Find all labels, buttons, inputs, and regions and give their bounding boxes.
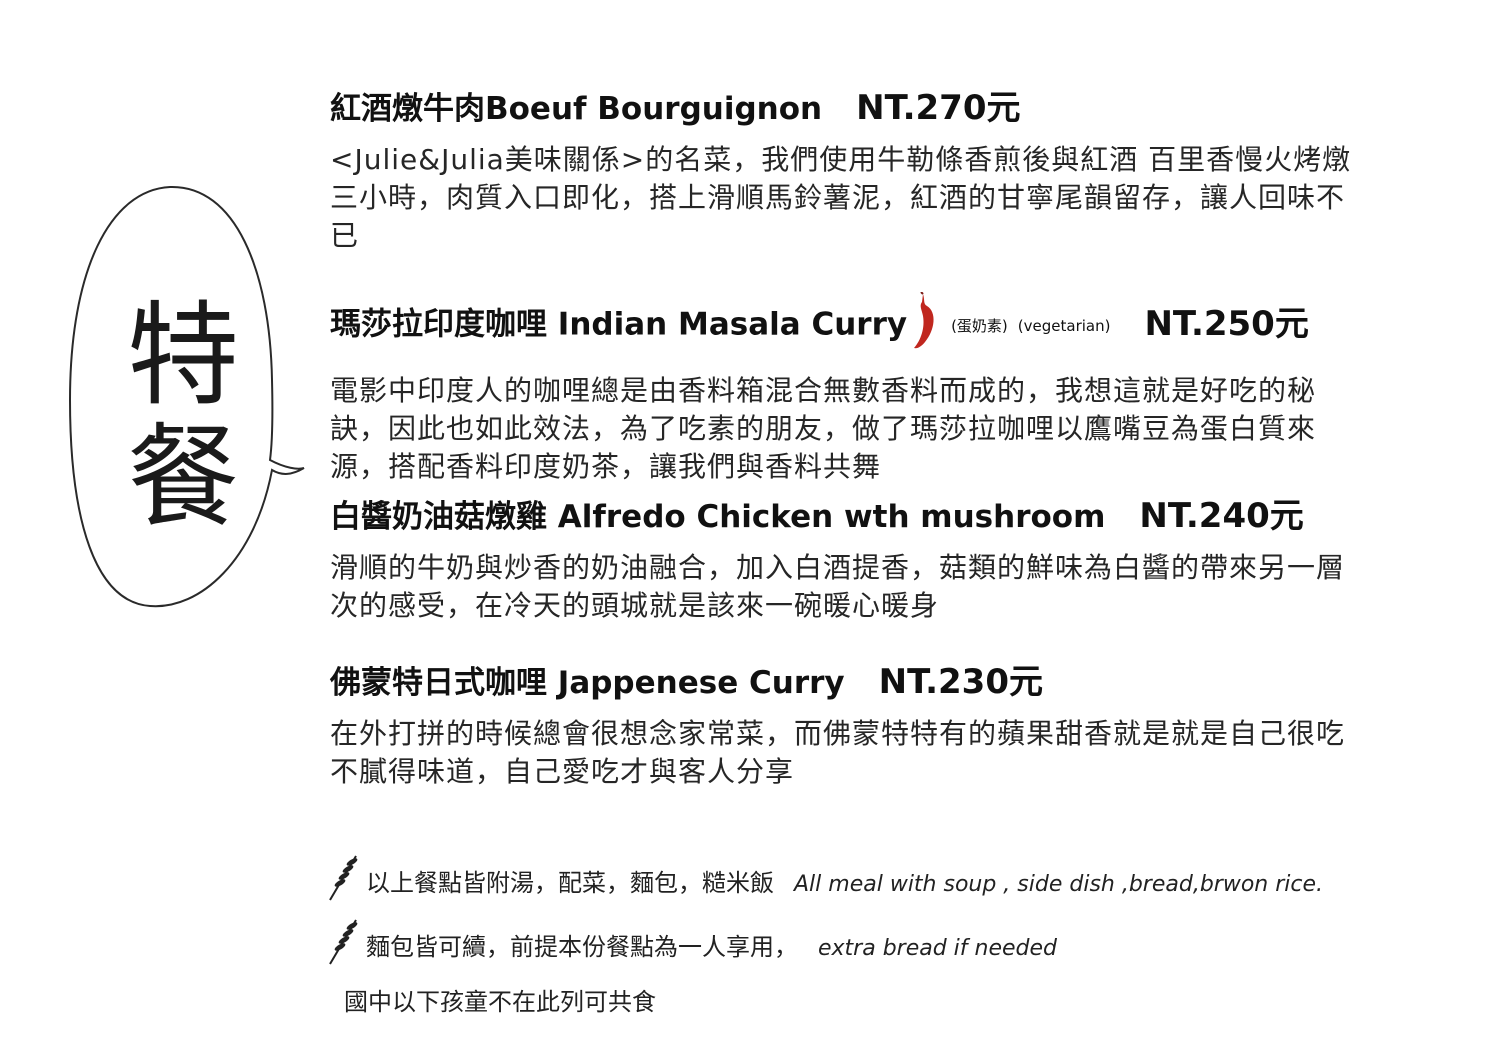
item-name: 白醬奶油菇燉雞 Alfredo Chicken wth mushroom [330, 499, 1106, 535]
menu-item: 紅酒燉牛肉Boeuf Bourguignon NT.270元 <Julie&Jul… [330, 88, 1360, 255]
menu-item: 佛蒙特日式咖哩 Jappenese Curry NT.230元 在外打拼的時候總會… [330, 662, 1360, 791]
item-description: 電影中印度人的咖哩總是由香料箱混合無數香料而成的，我想這就是好吃的秘訣，因此也如… [330, 374, 1317, 483]
item-title: 白醬奶油菇燉雞 Alfredo Chicken wth mushroom NT.2… [330, 496, 1360, 537]
item-name: 佛蒙特日式咖哩 Jappenese Curry [330, 665, 845, 701]
note-text-en: extra bread if needed [818, 936, 1058, 961]
menu-item: 瑪莎拉印度咖哩 Indian Masala Curry (蛋奶素) (vegetar… [330, 291, 1360, 486]
item-price: NT.230元 [878, 662, 1043, 702]
note-line: 以上餐點皆附湯，配菜，麵包，糙米飯 All meal with soup , si… [326, 852, 1323, 916]
item-name: 瑪莎拉印度咖哩 Indian Masala Curry [330, 306, 908, 343]
note-text-en: All meal with soup , side dish ,bread,br… [794, 872, 1323, 897]
item-description: 滑順的牛奶與炒香的奶油融合，加入白酒提香，菇類的鮮味為白醬的帶來另一層次的感受，… [330, 551, 1346, 622]
speech-bubble [68, 185, 305, 608]
bubble-title-char-1: 特 [127, 291, 239, 421]
chili-pepper-icon [911, 291, 941, 360]
item-price: NT.270元 [856, 88, 1021, 128]
menu-notes: 以上餐點皆附湯，配菜，麵包，糙米飯 All meal with soup , si… [326, 852, 1323, 1024]
note-text-zh: 國中以下孩童不在此列可共食 [344, 988, 656, 1016]
wheat-icon [326, 852, 362, 916]
item-price: NT.250元 [1144, 303, 1309, 344]
note-text-zh: 麵包皆可續，前提本份餐點為一人享用， [366, 933, 798, 961]
item-title: 紅酒燉牛肉Boeuf Bourguignon NT.270元 [330, 88, 1360, 129]
item-description: <Julie&Julia美味關係>的名菜，我們使用牛勒條香煎後與紅酒 百里香慢火… [330, 143, 1352, 252]
vegetarian-label-en: (vegetarian) [1017, 317, 1111, 335]
item-title: 瑪莎拉印度咖哩 Indian Masala Curry (蛋奶素) (vegetar… [330, 291, 1360, 360]
item-name: 紅酒燉牛肉Boeuf Bourguignon [330, 91, 823, 127]
note-text-zh: 以上餐點皆附湯，配菜，麵包，糙米飯 [366, 869, 774, 897]
bubble-title-char-2: 餐 [127, 413, 239, 543]
item-title: 佛蒙特日式咖哩 Jappenese Curry NT.230元 [330, 662, 1360, 703]
vegetarian-label-zh: (蛋奶素) [951, 317, 1008, 335]
wheat-icon [326, 916, 362, 980]
item-price: NT.240元 [1139, 496, 1304, 536]
note-line: 國中以下孩童不在此列可共食 [326, 980, 1323, 1024]
menu-item: 白醬奶油菇燉雞 Alfredo Chicken wth mushroom NT.2… [330, 496, 1360, 625]
note-line: 麵包皆可續，前提本份餐點為一人享用， extra bread if needed [326, 916, 1323, 980]
item-description: 在外打拼的時候總會很想念家常菜，而佛蒙特特有的蘋果甜香就是就是自己很吃不膩得味道… [330, 717, 1346, 788]
